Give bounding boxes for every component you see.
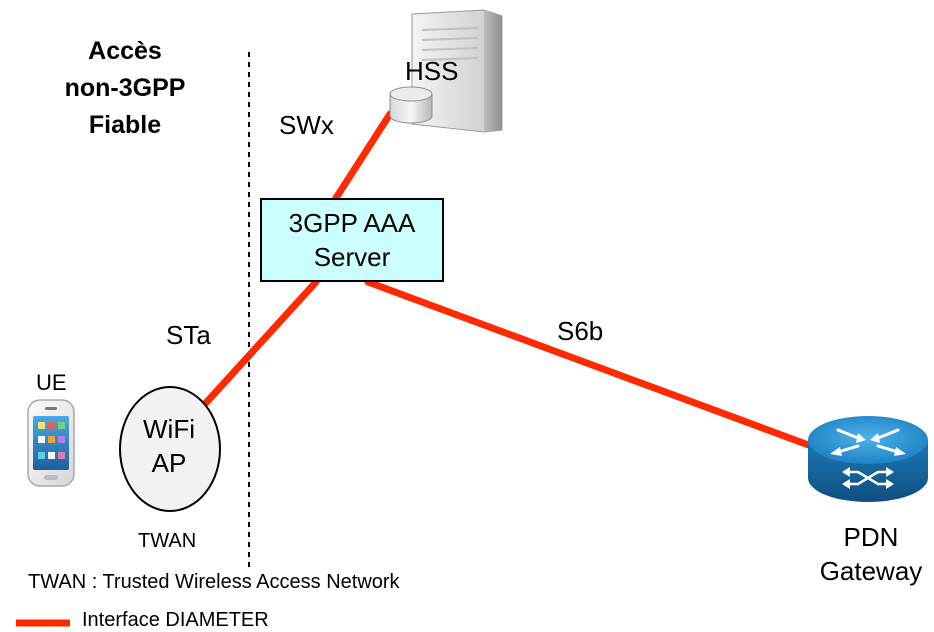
legend-label: Interface DIAMETER — [82, 609, 269, 631]
pdn-gateway-label: PDN Gateway — [796, 520, 934, 588]
aaa-server-label-line1: 3GPP AAA — [288, 208, 416, 238]
server-tower-icon — [389, 9, 503, 133]
access-title: Accès non-3GPP Fiable — [40, 33, 210, 144]
link-sta — [200, 278, 320, 409]
access-title-line3: Fiable — [88, 111, 162, 139]
access-title-line2: non-3GPP — [64, 74, 186, 102]
link-s6b — [364, 278, 826, 454]
ue-label: UE — [36, 370, 67, 395]
access-title-line1: Accès — [88, 37, 162, 65]
interface-label-s6b: S6b — [557, 316, 604, 346]
wifi-ap-label-line2: AP — [151, 448, 187, 478]
wifi-ap-ellipse — [119, 386, 221, 512]
twan-label: TWAN — [138, 530, 197, 552]
twan-footnote: TWAN : Trusted Wireless Access Network — [28, 571, 400, 593]
pdn-gateway-label-line1: PDN — [843, 522, 899, 552]
link-swx — [332, 110, 394, 202]
aaa-server-label-line2: Server — [313, 242, 391, 272]
smartphone-icon — [27, 399, 75, 487]
router-icon — [808, 416, 928, 502]
interface-label-swx: SWx — [279, 110, 334, 140]
wifi-ap-label-line1: WiFi — [143, 414, 195, 444]
hss-label: HSS — [405, 56, 459, 86]
wifi-ap-label: WiFi AP — [114, 412, 224, 480]
interface-label-sta: STa — [166, 320, 211, 350]
aaa-server-box: 3GPP AAA Server — [260, 198, 444, 282]
pdn-gateway-label-line2: Gateway — [819, 556, 923, 586]
